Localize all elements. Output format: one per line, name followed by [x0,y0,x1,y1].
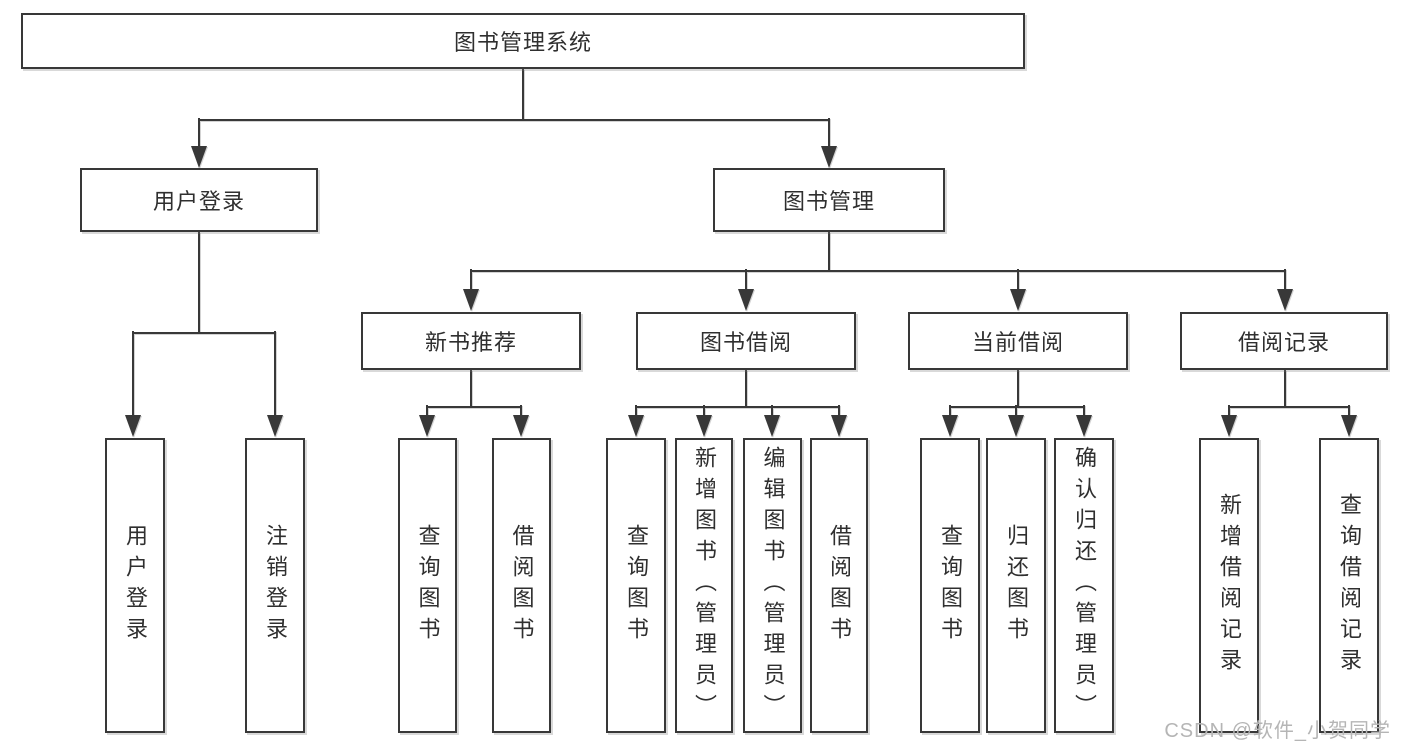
node-book-management: 图书管理 [713,168,945,232]
leaf-label: 查询图书 [415,523,441,648]
node-label: 用户登录 [152,189,245,214]
leaf-label: 新增图书（管理员） [692,446,717,725]
leaf-query-books-recommend: 查询图书 [398,438,457,733]
leaf-label: 确认归还（管理员） [1072,446,1097,725]
node-borrow-records: 借阅记录 [1180,312,1388,370]
leaf-add-book-admin: 新增图书（管理员） [675,438,733,733]
leaf-confirm-return-admin: 确认归还（管理员） [1054,438,1114,733]
leaf-label: 编辑图书（管理员） [760,446,786,725]
node-new-book-recommend: 新书推荐 [361,312,581,370]
leaf-query-borrow-record: 查询借阅记录 [1319,438,1379,733]
node-label: 借阅记录 [1237,330,1330,355]
leaf-user-login: 用户登录 [105,438,165,733]
watermark: CSDN @软件_小贺同学 [1164,720,1391,742]
leaf-label: 查询图书 [938,523,963,648]
leaf-label: 用户登录 [123,523,148,648]
leaf-borrow-books-recommend: 借阅图书 [492,438,551,733]
leaf-query-books-current: 查询图书 [920,438,980,733]
node-library-management-system: 图书管理系统 [21,13,1025,69]
leaf-label: 借阅图书 [509,523,535,648]
leaf-logout-login: 注销登录 [245,438,305,733]
leaf-query-books-borrow: 查询图书 [606,438,666,733]
leaf-borrow-books: 借阅图书 [810,438,868,733]
leaf-label: 查询借阅记录 [1337,492,1362,679]
node-label: 图书管理系统 [453,30,592,55]
node-current-borrow: 当前借阅 [908,312,1128,370]
leaf-label: 查询图书 [624,523,649,648]
leaf-return-books: 归还图书 [986,438,1046,733]
leaf-label: 归还图书 [1004,523,1029,648]
node-label: 新书推荐 [424,330,517,355]
leaf-label: 借阅图书 [827,523,852,648]
leaf-label: 注销登录 [263,523,288,648]
node-label: 当前借阅 [971,330,1064,355]
leaf-edit-book-admin: 编辑图书（管理员） [743,438,802,733]
leaf-add-borrow-record: 新增借阅记录 [1199,438,1259,733]
leaf-label: 新增借阅记录 [1217,492,1242,679]
node-book-borrow: 图书借阅 [636,312,856,370]
node-label: 图书借阅 [699,330,792,355]
arrowheads [125,146,1357,437]
node-user-login: 用户登录 [80,168,318,232]
node-label: 图书管理 [782,189,875,214]
